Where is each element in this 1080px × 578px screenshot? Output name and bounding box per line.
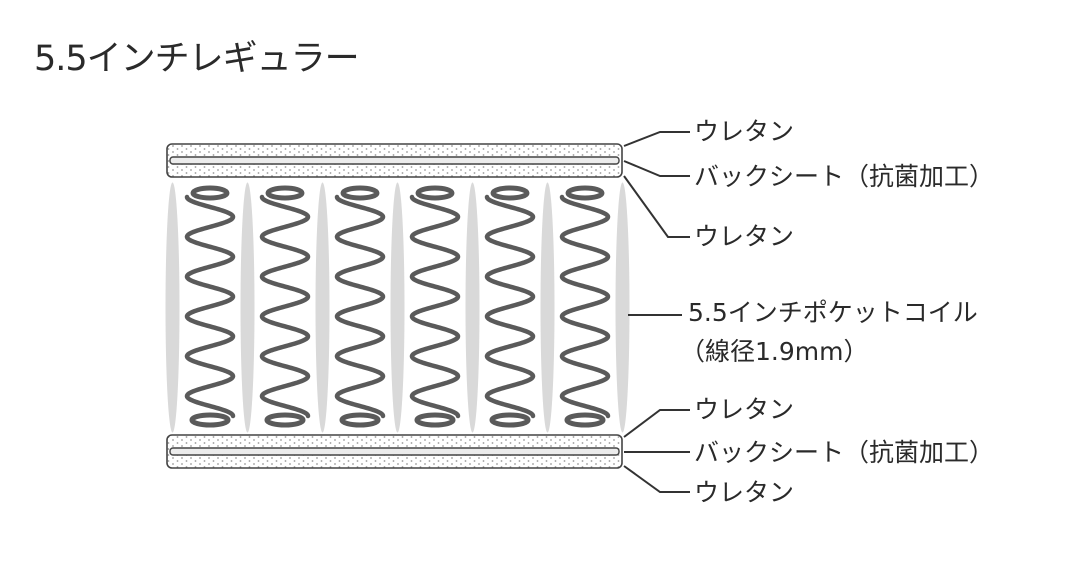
- label-wire-diameter: （線径1.9mm）: [680, 337, 869, 366]
- coil-bottom-ring: [414, 412, 456, 428]
- leader-lines: [623, 131, 690, 493]
- coil-pocket: [615, 182, 630, 433]
- coil-pocket: [465, 182, 480, 433]
- label-top-urethane-2: ウレタン: [694, 222, 795, 251]
- leader-bottom-urethane-1: [623, 409, 690, 438]
- coil-pocket: [315, 182, 330, 433]
- page-title: 5.5インチレギュラー: [34, 39, 360, 79]
- label-bottom-urethane-2: ウレタン: [694, 478, 795, 507]
- coil-pocket: [165, 182, 180, 433]
- bottom-backsheet-band: [169, 447, 620, 456]
- top-comfort-layer: [166, 143, 623, 178]
- pocket-coil-spring: [334, 194, 386, 419]
- leader-bottom-urethane-2: [623, 465, 690, 493]
- label-pocket-coil: 5.5インチポケットコイル: [688, 298, 978, 327]
- label-top-urethane-1: ウレタン: [694, 117, 795, 146]
- leader-top-backsheet: [623, 160, 690, 177]
- bottom-comfort-layer: [166, 434, 623, 469]
- coil-top-ring: [490, 185, 530, 201]
- leader-top-urethane-1: [623, 131, 690, 147]
- pocket-coil-spring: [259, 194, 311, 419]
- label-bottom-urethane-1: ウレタン: [694, 395, 795, 424]
- pocket-coil-spring: [559, 194, 611, 419]
- pocket-coil-layer: [165, 182, 630, 433]
- coil-top-ring: [565, 185, 605, 201]
- coil-pocket: [240, 182, 255, 433]
- label-bottom-backsheet: バックシート（抗菌加工）: [694, 438, 995, 467]
- coil-bottom-ring: [489, 412, 531, 428]
- coil-bottom-ring: [264, 412, 306, 428]
- coil-top-ring: [190, 185, 230, 201]
- pocket-coil-spring: [409, 194, 461, 419]
- coil-pocket: [390, 182, 405, 433]
- coil-top-ring: [265, 185, 305, 201]
- coil-top-ring: [340, 185, 380, 201]
- pocket-coil-spring: [184, 194, 236, 419]
- coil-bottom-ring: [339, 412, 381, 428]
- pocket-coil-spring: [484, 194, 536, 419]
- coil-bottom-ring: [564, 412, 606, 428]
- leader-top-urethane-2: [623, 175, 690, 238]
- coil-pocket: [540, 182, 555, 433]
- label-top-backsheet: バックシート（抗菌加工）: [694, 162, 995, 191]
- coil-bottom-ring: [189, 412, 231, 428]
- coil-top-ring: [415, 185, 455, 201]
- top-backsheet-band: [169, 156, 620, 165]
